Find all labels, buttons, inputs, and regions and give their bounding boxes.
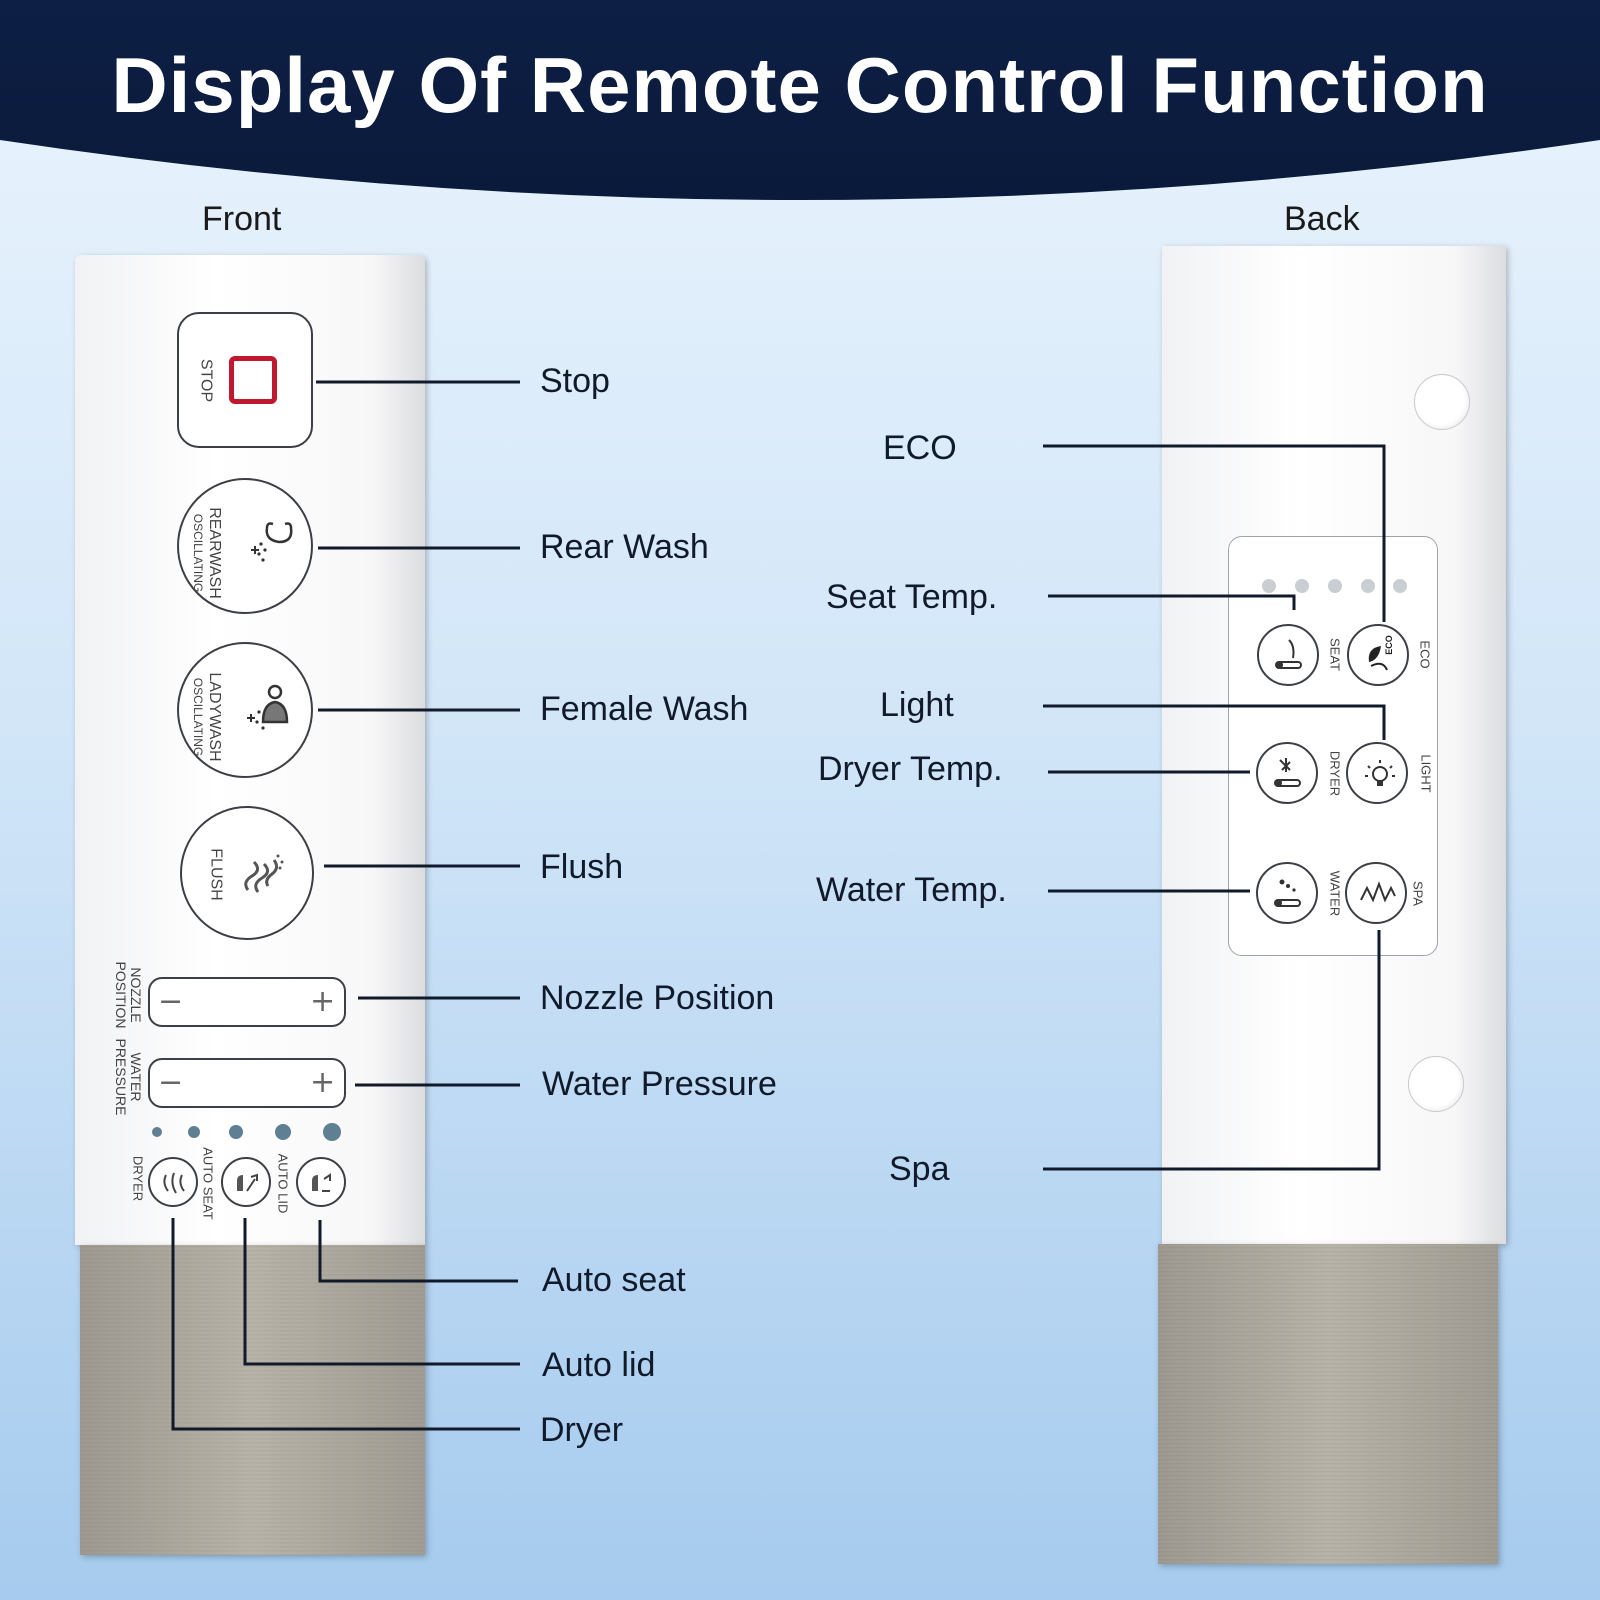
spa-icon (1360, 881, 1396, 903)
dryer-temp-button[interactable] (1256, 742, 1318, 804)
light-bulb-icon (1365, 760, 1395, 786)
water-pressure-control[interactable]: − + (148, 1058, 346, 1108)
back-screw-top (1414, 374, 1470, 430)
callout-stop: Stop (540, 362, 610, 400)
callout-seat-temp: Seat Temp. (826, 578, 998, 616)
callout-female-wash: Female Wash (540, 690, 749, 728)
seat-temp-button[interactable] (1257, 624, 1319, 686)
level-indicator-4 (275, 1124, 291, 1140)
auto-seat-icon (237, 1173, 258, 1192)
nozzle-position-control[interactable]: − + (148, 977, 346, 1027)
rear-wash-button[interactable]: REARWASH OSCILLATING (177, 478, 313, 614)
callout-dryer: Dryer (540, 1411, 624, 1449)
page-title: Display Of Remote Control Function (111, 41, 1489, 129)
dryer-button[interactable] (148, 1157, 198, 1207)
lady-wash-icon (247, 684, 289, 730)
back-indicator-3 (1328, 579, 1342, 593)
auto-lid-icon (312, 1173, 331, 1192)
callout-eco: ECO (883, 429, 957, 467)
back-label: Back (1284, 200, 1360, 238)
nozzle-minus-button[interactable]: − (158, 984, 184, 1019)
level-indicator-5 (323, 1123, 341, 1141)
eco-button[interactable]: ECO (1347, 624, 1409, 686)
back-indicator-1 (1262, 579, 1276, 593)
stop-button[interactable]: STOP (177, 312, 313, 448)
rear-wash-icon (251, 522, 293, 562)
callout-water-pressure: Water Pressure (542, 1065, 777, 1103)
back-indicator-5 (1393, 579, 1407, 593)
water-temp-icon (1274, 879, 1301, 907)
lady-wash-button[interactable]: LADYWASH OSCILLATING (177, 642, 313, 778)
callout-auto-seat: Auto seat (542, 1261, 686, 1299)
eco-icon (1368, 646, 1388, 671)
level-indicator-2 (188, 1126, 200, 1138)
seat-temp-icon (1275, 639, 1302, 669)
back-screw-bottom (1408, 1056, 1464, 1112)
auto-lid-button[interactable] (296, 1157, 346, 1207)
callout-auto-lid: Auto lid (542, 1346, 656, 1384)
callout-light: Light (880, 686, 954, 724)
back-remote-metal-base (1158, 1244, 1498, 1564)
callout-dryer-temp: Dryer Temp. (818, 750, 1003, 788)
callout-flush: Flush (540, 848, 624, 886)
callout-water-temp: Water Temp. (816, 871, 1007, 909)
front-label: Front (202, 200, 282, 238)
callout-spa: Spa (889, 1150, 950, 1188)
callout-nozzle-position: Nozzle Position (540, 979, 775, 1017)
pressure-minus-button[interactable]: − (158, 1065, 184, 1100)
light-button[interactable] (1346, 742, 1408, 804)
dryer-temp-icon (1274, 758, 1301, 787)
title-banner (0, 0, 1600, 200)
callout-rear-wash: Rear Wash (540, 528, 709, 566)
auto-seat-button[interactable] (221, 1157, 271, 1207)
spa-button[interactable] (1345, 862, 1407, 924)
flush-icon (244, 854, 284, 893)
level-indicator-1 (152, 1127, 162, 1137)
front-remote-metal-base (80, 1245, 425, 1555)
pressure-plus-button[interactable]: + (310, 1065, 336, 1100)
nozzle-plus-button[interactable]: + (310, 984, 336, 1019)
back-indicator-2 (1295, 579, 1309, 593)
stop-icon (229, 356, 277, 404)
back-indicator-4 (1361, 579, 1375, 593)
dryer-icon (163, 1172, 185, 1194)
level-indicator-3 (229, 1125, 243, 1139)
flush-button[interactable]: FLUSH (180, 806, 314, 940)
water-temp-button[interactable] (1256, 862, 1318, 924)
